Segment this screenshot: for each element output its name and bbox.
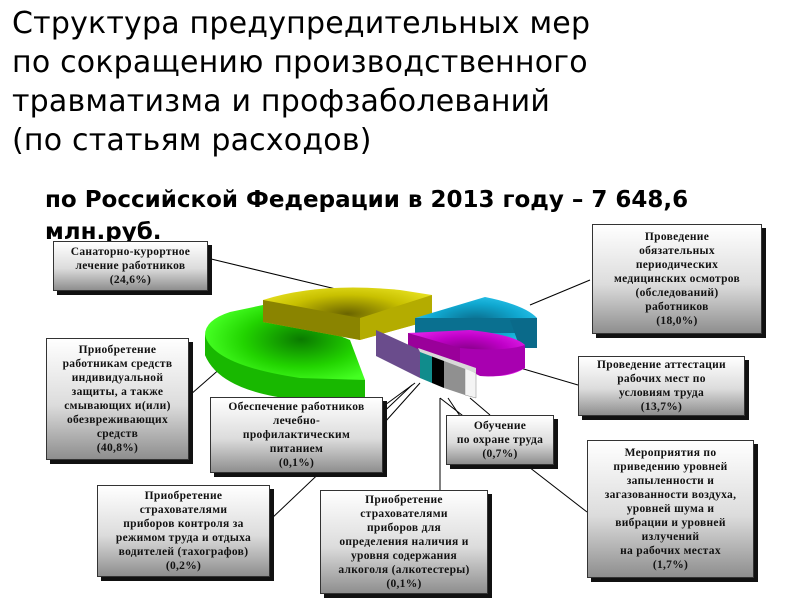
callout-environment: Мероприятия по приведению уровней запыле… bbox=[587, 440, 754, 578]
slice-ppe bbox=[205, 305, 365, 400]
callout-sanatorium-text: Санаторно-курортное лечение работников (… bbox=[70, 246, 191, 286]
slice-sanatorium bbox=[263, 287, 432, 340]
callout-medical: Проведение обязательных периодических ме… bbox=[592, 224, 762, 334]
slice-small-group bbox=[376, 330, 477, 399]
callout-training-text: Обучение по охране труда (0,7%) bbox=[456, 420, 544, 460]
callout-training: Обучение по охране труда (0,7%) bbox=[446, 415, 554, 465]
callout-environment-text: Мероприятия по приведению уровней запыле… bbox=[604, 447, 737, 571]
callout-attestation: Проведение аттестации рабочих мест по ус… bbox=[578, 356, 745, 416]
callout-tachographs: Приобретение страхователями приборов кон… bbox=[97, 485, 270, 577]
page-title: Структура предупредительных мер по сокра… bbox=[12, 6, 591, 158]
callout-breathalyzers-text: Приобретение страхователями приборов для… bbox=[338, 494, 470, 590]
callout-medical-text: Проведение обязательных периодических ме… bbox=[613, 231, 741, 327]
page-subtitle: по Российской Федерации в 2013 году – 7 … bbox=[45, 187, 689, 245]
callout-nutrition: Обеспечение работников лечебно- профилак… bbox=[210, 397, 383, 473]
callout-breathalyzers: Приобретение страхователями приборов для… bbox=[320, 490, 488, 594]
slice-attestation bbox=[408, 330, 525, 377]
callout-attestation-text: Проведение аттестации рабочих мест по ус… bbox=[597, 359, 726, 413]
slice-medical bbox=[415, 297, 537, 348]
callout-nutrition-text: Обеспечение работников лечебно- профилак… bbox=[228, 401, 365, 469]
callout-tachographs-text: Приобретение страхователями приборов кон… bbox=[115, 490, 252, 572]
callout-ppe: Приобретение работникам средств индивиду… bbox=[46, 338, 189, 460]
callout-ppe-text: Приобретение работникам средств индивиду… bbox=[62, 344, 173, 454]
callout-sanatorium: Санаторно-курортное лечение работников (… bbox=[53, 241, 208, 291]
